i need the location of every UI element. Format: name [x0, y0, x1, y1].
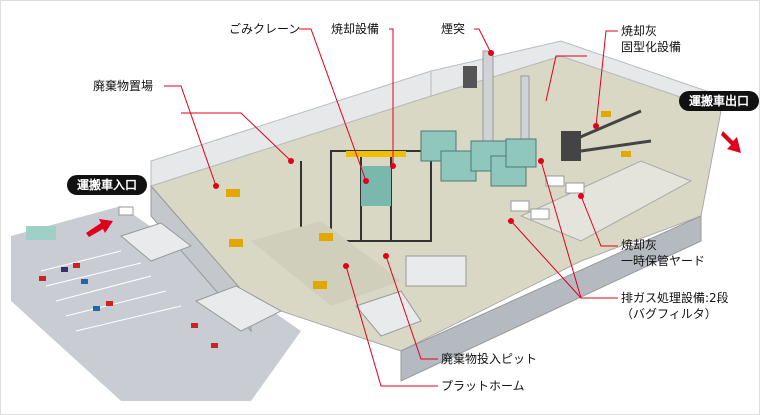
parking-spaces [40, 250, 182, 332]
front-wall [400, 215, 702, 382]
incinerator-unit [361, 166, 391, 206]
platform-floor [251, 221, 401, 306]
label-line-1: 焼却灰 [621, 238, 658, 252]
entrance-arrow [86, 219, 113, 237]
ash-storage-bins [510, 175, 585, 220]
ash-solidification-equipment [570, 109, 652, 153]
pit-building [355, 290, 422, 337]
label-ash-solidification: 焼却灰 固型化設備 [621, 23, 681, 55]
label-line-2: （バグフィルタ） [621, 307, 717, 321]
guard-booth [26, 226, 56, 240]
leader-lines [164, 28, 618, 387]
parking-lot [11, 206, 301, 401]
label-waste-pit: 廃棄物投入ピット [441, 352, 538, 366]
loaders [226, 111, 631, 289]
exit-badge: 運搬車出口 [679, 91, 759, 111]
label-line-1: 焼却灰 [621, 24, 658, 38]
stack-top [463, 66, 477, 88]
admin-building [119, 222, 193, 262]
annex-building [194, 285, 283, 332]
bag-filters [420, 130, 537, 187]
label-platform: プラットホーム [441, 379, 525, 393]
entrance-badge: 運搬車入口 [67, 175, 148, 195]
label-ash-yard: 焼却灰 一時保管ヤード [621, 237, 705, 269]
exit-arrow [721, 131, 741, 153]
ash-yard-slab [519, 160, 693, 242]
ash-silo [561, 131, 581, 161]
label-incinerator: 焼却設備 [331, 22, 380, 36]
label-line-1: 排ガス処理設備:2段 [621, 291, 729, 305]
label-chimney: 煙突 [441, 22, 466, 36]
truck [118, 206, 134, 216]
label-gomi-crane: ごみクレーン [229, 22, 301, 36]
parked-cars [39, 263, 218, 348]
leader-dots [213, 50, 599, 269]
label-line-2: 固型化設備 [621, 40, 682, 54]
label-waste-storage: 廃棄物置場 [93, 79, 154, 93]
label-exhaust-treatment: 排ガス処理設備:2段 （バグフィルタ） [621, 290, 729, 322]
crane-beam [346, 151, 406, 157]
label-line-2: 一時保管ヤード [621, 254, 706, 268]
side-building [405, 255, 467, 287]
